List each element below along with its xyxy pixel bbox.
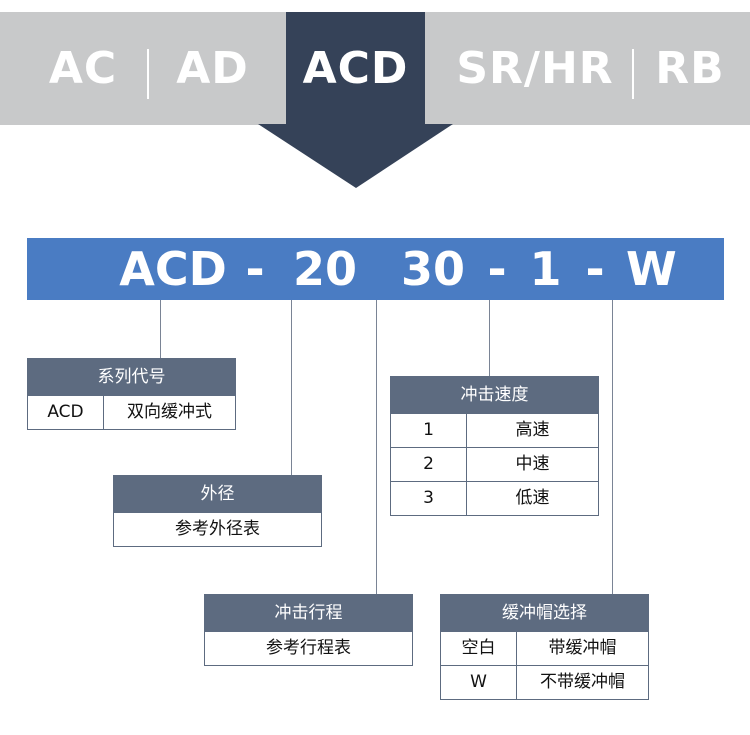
table-header: 系列代号 (28, 359, 235, 395)
table-cell: 3 (423, 488, 434, 508)
table-cell: 高速 (466, 414, 598, 447)
tab-divider (147, 49, 149, 99)
table-cell: 空白 (461, 638, 496, 658)
table-row: 2 中速 (391, 447, 598, 481)
table-cell: 不带缓冲帽 (516, 666, 648, 699)
table-row: 空白 带缓冲帽 (441, 631, 648, 665)
cap-table: 缓冲帽选择 空白 带缓冲帽 W 不带缓冲帽 (440, 594, 649, 700)
code-dash: - (585, 242, 605, 296)
table-cell: 双向缓冲式 (103, 396, 235, 429)
series-code-table: 系列代号 ACD 双向缓冲式 (27, 358, 236, 430)
tab-sr-hr[interactable]: SR/HR (456, 43, 614, 94)
table-row: 参考行程表 (205, 631, 412, 665)
stroke-table: 冲击行程 参考行程表 (204, 594, 413, 666)
code-stroke: 30 (400, 242, 465, 296)
tab-acd[interactable]: ACD (286, 12, 425, 125)
code-dash: - (245, 242, 265, 296)
diameter-table: 外径 参考外径表 (113, 475, 322, 547)
tab-rb[interactable]: RB (655, 43, 725, 94)
table-header: 缓冲帽选择 (441, 595, 648, 631)
code-cap: W (626, 242, 677, 296)
table-header: 外径 (114, 476, 321, 512)
table-row: W 不带缓冲帽 (441, 665, 648, 699)
table-cell: 2 (423, 454, 434, 474)
tab-ad[interactable]: AD (176, 43, 249, 94)
table-cell: 带缓冲帽 (516, 632, 648, 665)
table-row: ACD 双向缓冲式 (28, 395, 235, 429)
speed-table: 冲击速度 1 高速 2 中速 3 低速 (390, 376, 599, 516)
table-row: 3 低速 (391, 481, 598, 515)
table-cell: ACD (47, 402, 84, 422)
code-series: ACD (119, 242, 227, 296)
table-row: 参考外径表 (114, 512, 321, 546)
table-row: 1 高速 (391, 413, 598, 447)
connector-series (160, 300, 161, 359)
table-header: 冲击速度 (391, 377, 598, 413)
tab-ac[interactable]: AC (48, 43, 118, 94)
code-dash: - (487, 242, 507, 296)
connector-speed (489, 300, 490, 377)
connector-diameter (291, 300, 292, 476)
table-cell: W (470, 672, 487, 692)
active-tab-arrow-icon (258, 124, 453, 188)
tab-divider (632, 49, 634, 99)
table-cell: 低速 (466, 482, 598, 515)
connector-cap (612, 300, 613, 595)
table-header: 冲击行程 (205, 595, 412, 631)
table-cell: 参考外径表 (175, 519, 260, 539)
code-diameter: 20 (292, 242, 357, 296)
table-cell: 中速 (466, 448, 598, 481)
code-speed: 1 (529, 242, 562, 296)
table-cell: 1 (423, 420, 434, 440)
table-cell: 参考行程表 (266, 638, 351, 658)
model-code-bar (27, 238, 724, 300)
connector-stroke (376, 300, 377, 595)
